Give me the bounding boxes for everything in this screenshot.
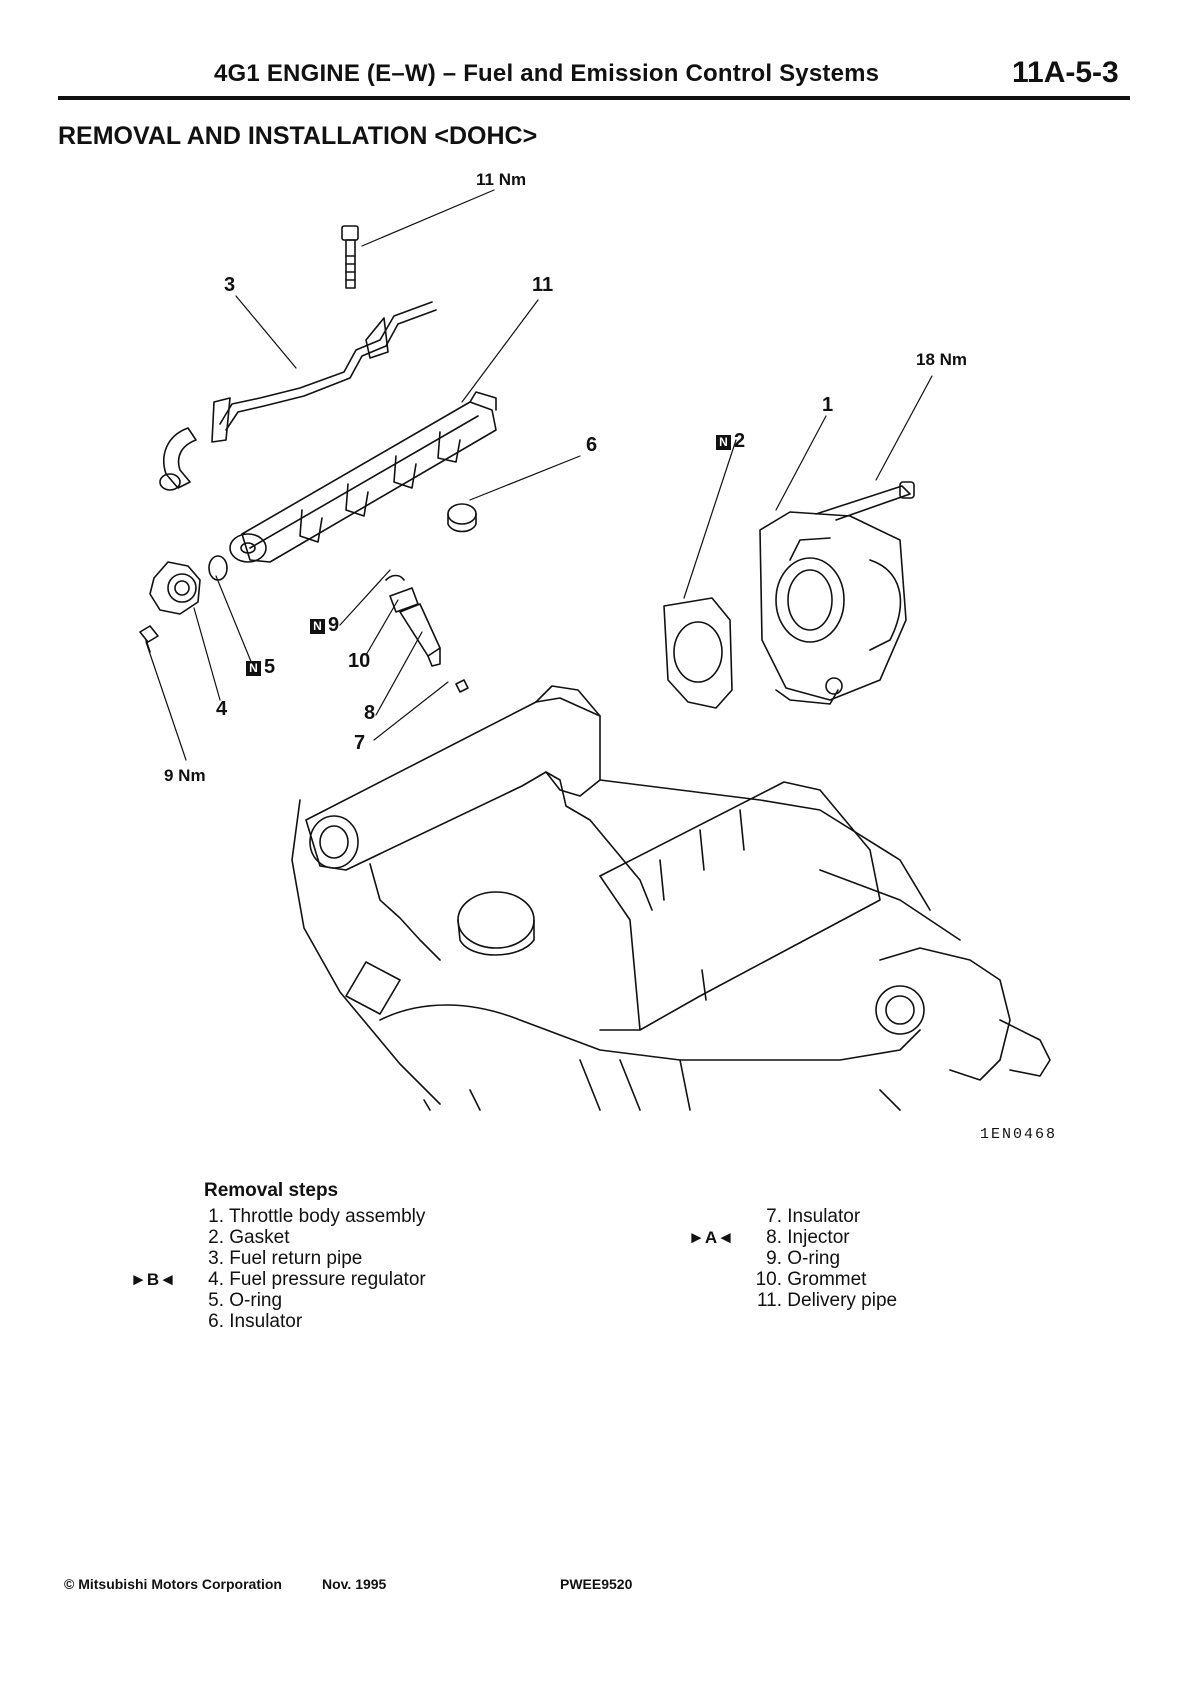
torque-label: 11 Nm xyxy=(476,170,527,189)
torque-label: 18 Nm xyxy=(916,350,968,369)
service-point-mark: ►A◄ xyxy=(688,1228,734,1247)
removal-steps-heading: Removal steps xyxy=(204,1180,339,1201)
list-item: 5. O-ring xyxy=(208,1290,283,1311)
service-point-mark: ►B◄ xyxy=(130,1270,176,1289)
callout: 8 xyxy=(364,702,376,724)
list-item: ►A◄8. Injector xyxy=(688,1227,850,1248)
figure-code: 1EN0468 xyxy=(980,1126,1058,1143)
new-part-icon: N xyxy=(246,661,261,676)
footer-date: Nov. 1995 xyxy=(322,1576,387,1592)
section-title: REMOVAL AND INSTALLATION <DOHC> xyxy=(58,122,538,150)
footer-copyright: © Mitsubishi Motors Corporation xyxy=(64,1576,282,1592)
list-item: 1. Throttle body assembly xyxy=(208,1206,426,1227)
bolt-delivery-pipe xyxy=(341,225,359,289)
throttle-gasket xyxy=(663,597,733,709)
callout: 3 xyxy=(224,274,236,296)
torque-label: 9 Nm xyxy=(164,766,206,785)
header-title: 4G1 ENGINE (E–W) – Fuel and Emission Con… xyxy=(214,60,880,87)
leader-lines xyxy=(145,189,933,761)
removal-steps-right: 7. Insulator ►A◄8. Injector 9. O-ring 10… xyxy=(688,1206,898,1311)
callout: 11 xyxy=(532,274,554,296)
list-item: 9. O-ring xyxy=(766,1248,841,1269)
list-item: 2. Gasket xyxy=(208,1227,290,1248)
list-item: 11. Delivery pipe xyxy=(756,1290,898,1311)
delivery-pipe xyxy=(229,391,497,563)
header-rule xyxy=(58,96,1130,100)
fuel-pressure-regulator xyxy=(139,555,228,653)
new-part-icon: N xyxy=(716,435,731,450)
list-item: 10. Grommet xyxy=(755,1269,867,1290)
insulator-6 xyxy=(447,503,477,533)
throttle-body xyxy=(759,481,915,705)
footer-code: PWEE9520 xyxy=(560,1576,633,1592)
callout: 6 xyxy=(586,434,598,456)
intake-manifold-and-head xyxy=(291,685,1051,1111)
callout: 4 xyxy=(216,698,228,720)
callout: 7 xyxy=(354,732,366,754)
injector-assembly xyxy=(385,574,469,693)
list-item: 3. Fuel return pipe xyxy=(208,1248,363,1269)
list-item: 7. Insulator xyxy=(766,1206,861,1227)
list-item: 6. Insulator xyxy=(208,1311,303,1332)
removal-steps-left: 1. Throttle body assembly 2. Gasket 3. F… xyxy=(130,1206,426,1332)
callout: 10 xyxy=(348,650,371,672)
callout: 1 xyxy=(822,394,834,416)
list-item: ►B◄4. Fuel pressure regulator xyxy=(130,1269,426,1290)
fuel-return-pipe xyxy=(159,301,437,491)
diagram-drawing xyxy=(139,189,1051,1111)
page-number: 11A-5-3 xyxy=(1012,56,1119,89)
new-part-icon: N xyxy=(310,619,325,634)
